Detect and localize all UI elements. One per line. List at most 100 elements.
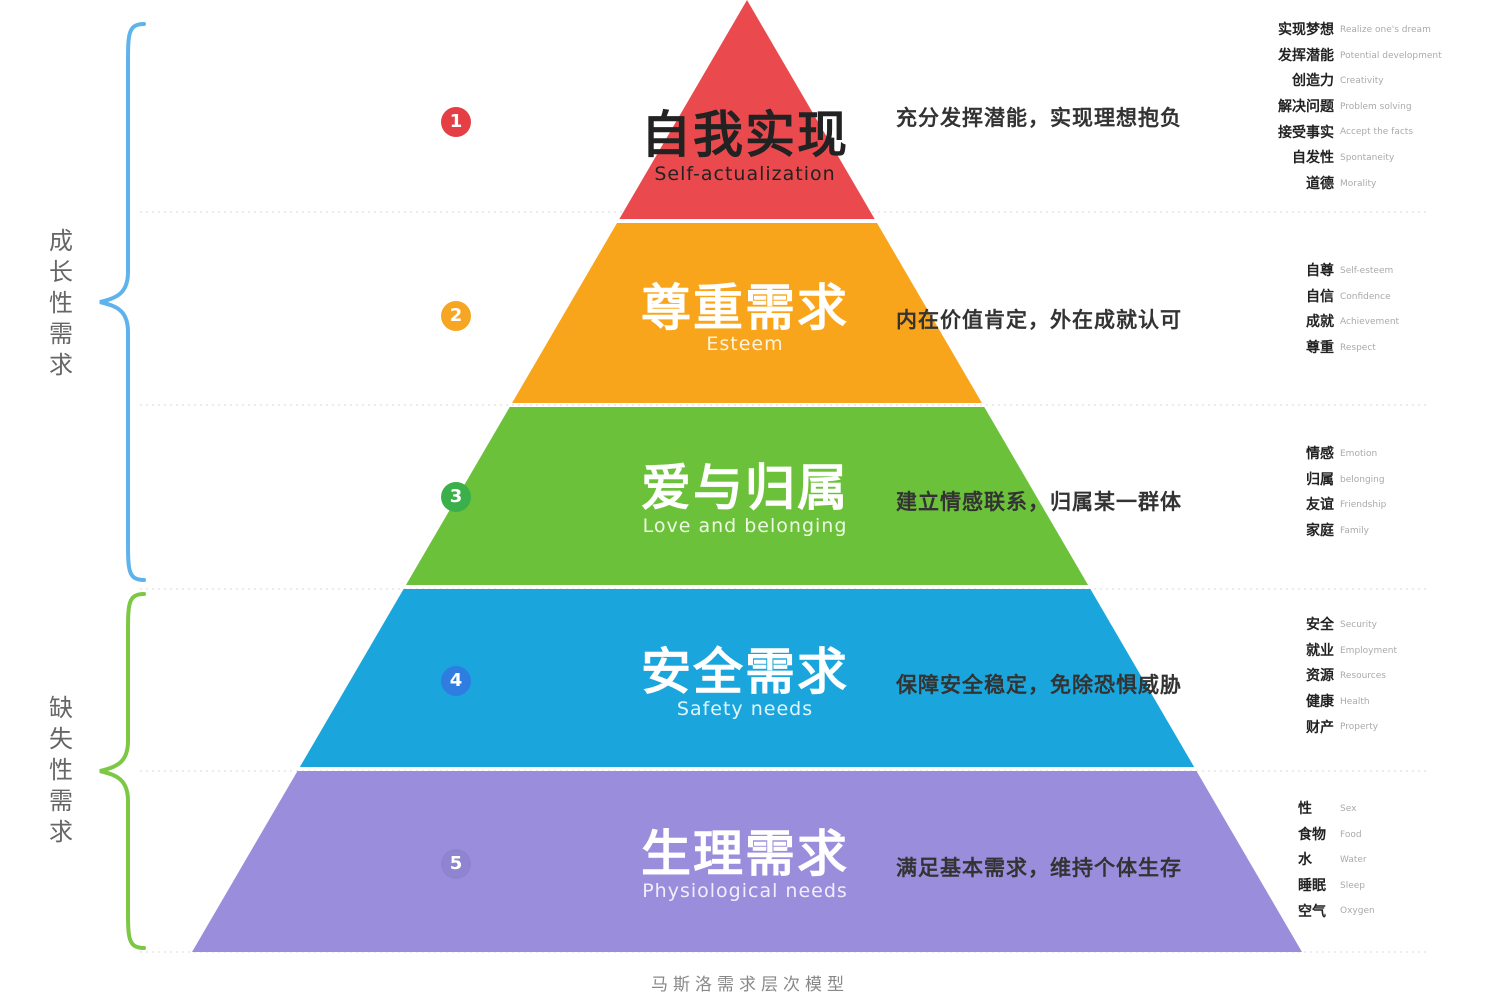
list-item: 解决问题 Problem solving xyxy=(1262,95,1442,121)
list-item: 食物 Food xyxy=(1298,823,1375,849)
subneed-label: 解决问题 xyxy=(1278,99,1334,116)
subneed-english: Sleep xyxy=(1340,880,1366,891)
list-item: 家庭 Family xyxy=(1298,519,1386,545)
level-title: 生理需求 xyxy=(641,825,849,883)
list-item: 情感 Emotion xyxy=(1298,442,1386,468)
subneed-label: 自信 xyxy=(1306,288,1334,305)
subneed-label: 健康 xyxy=(1306,694,1334,711)
list-item: 友谊 Friendship xyxy=(1298,493,1386,519)
list-item: 健康 Health xyxy=(1298,690,1397,716)
list-item: 发挥潜能 Potential development xyxy=(1262,44,1442,70)
level-subtitle: Esteem xyxy=(706,333,784,355)
subneeds-list-4: 安全 Security 就业 Employment 资源 Resources 健康 He… xyxy=(1298,613,1397,741)
subneed-english: Spontaneity xyxy=(1340,152,1395,163)
level-title: 安全需求 xyxy=(641,643,849,701)
subneed-label: 归属 xyxy=(1306,471,1334,488)
subneed-label: 就业 xyxy=(1306,642,1334,659)
list-item: 尊重 Respect xyxy=(1298,336,1399,362)
pyramid-layer xyxy=(512,223,982,403)
level-title: 自我实现 xyxy=(641,106,849,164)
diagram-caption: 马斯洛需求层次模型 xyxy=(651,975,849,995)
subneed-label: 空气 xyxy=(1298,903,1326,920)
pyramid-layer xyxy=(405,407,1089,585)
level-title: 尊重需求 xyxy=(641,279,849,337)
level-number-badge: 4 xyxy=(441,666,471,696)
list-item: 自发性 Spontaneity xyxy=(1262,146,1442,172)
deficiency-needs-label: 缺失性需求 xyxy=(49,694,73,846)
subneed-label: 自尊 xyxy=(1306,263,1334,280)
list-item: 性 Sex xyxy=(1298,797,1375,823)
list-item: 水 Water xyxy=(1298,848,1375,874)
subneed-english: Realize one's dream xyxy=(1340,25,1431,35)
subneed-english: Friendship xyxy=(1340,500,1387,511)
subneed-label: 性 xyxy=(1298,801,1312,818)
level-number-badge: 5 xyxy=(441,849,471,879)
list-item: 睡眠 Sleep xyxy=(1298,874,1375,900)
subneed-english: Sex xyxy=(1340,804,1357,814)
pyramid-layer xyxy=(619,0,875,219)
level-subtitle: Love and belonging xyxy=(642,515,848,537)
level-subtitle: Physiological needs xyxy=(642,880,848,902)
growth-needs-brace xyxy=(99,22,146,582)
subneed-label: 安全 xyxy=(1306,617,1334,634)
subneed-label: 尊重 xyxy=(1306,340,1334,357)
subneed-english: Achievement xyxy=(1340,317,1400,328)
level-description: 满足基本需求，维持个体生存 xyxy=(896,856,1182,880)
subneed-english: Oxygen xyxy=(1340,906,1375,917)
subneeds-list-3: 情感 Emotion 归属 belonging 友谊 Friendship 家庭 Fam… xyxy=(1298,442,1386,544)
subneed-label: 道德 xyxy=(1306,175,1334,192)
subneed-english: Property xyxy=(1340,722,1379,733)
level-description: 充分发挥潜能，实现理想抱负 xyxy=(896,106,1182,130)
level-number-badge: 2 xyxy=(441,301,471,331)
subneed-english: Employment xyxy=(1340,645,1398,656)
list-item: 接受事实 Accept the facts xyxy=(1262,120,1442,146)
subneeds-list-1: 实现梦想 Realize one's dream 发挥潜能 Potential de… xyxy=(1262,18,1442,197)
subneed-english: Family xyxy=(1340,525,1369,536)
subneed-label: 自发性 xyxy=(1292,150,1334,167)
subneed-english: Emotion xyxy=(1340,449,1378,459)
subneed-label: 家庭 xyxy=(1306,523,1334,540)
subneed-label: 睡眠 xyxy=(1298,878,1326,895)
subneed-english: Health xyxy=(1340,696,1370,707)
subneed-label: 资源 xyxy=(1306,668,1334,685)
list-item: 安全 Security xyxy=(1298,613,1397,639)
pyramid-layer xyxy=(192,771,1302,952)
subneed-english: Potential development xyxy=(1340,50,1442,61)
list-item: 自尊 Self-esteem xyxy=(1298,259,1399,285)
subneed-label: 情感 xyxy=(1306,446,1334,463)
pyramid-layer xyxy=(299,589,1195,767)
subneed-english: Respect xyxy=(1340,342,1376,353)
subneed-label: 发挥潜能 xyxy=(1278,47,1334,64)
subneed-english: Resources xyxy=(1340,671,1386,682)
subneed-english: Water xyxy=(1340,855,1367,866)
subneed-english: Problem solving xyxy=(1340,101,1412,112)
level-number-badge: 1 xyxy=(441,107,471,137)
subneed-label: 食物 xyxy=(1298,826,1326,843)
subneed-english: Food xyxy=(1340,829,1362,840)
subneed-label: 实现梦想 xyxy=(1278,22,1334,39)
level-subtitle: Self-actualization xyxy=(654,163,836,185)
subneed-english: Accept the facts xyxy=(1340,127,1414,138)
subneed-label: 友谊 xyxy=(1306,497,1334,514)
level-description: 保障安全稳定，免除恐惧威胁 xyxy=(896,673,1182,697)
level-subtitle: Safety needs xyxy=(676,698,814,720)
level-number-badge: 3 xyxy=(441,482,471,512)
subneed-english: Self-esteem xyxy=(1340,266,1394,276)
subneed-english: Security xyxy=(1340,620,1377,630)
subneed-label: 创造力 xyxy=(1292,73,1334,90)
list-item: 就业 Employment xyxy=(1298,639,1397,665)
list-item: 归属 belonging xyxy=(1298,468,1386,494)
subneed-english: Confidence xyxy=(1340,291,1391,302)
level-description: 内在价值肯定，外在成就认可 xyxy=(896,308,1182,332)
subneed-label: 水 xyxy=(1298,852,1312,869)
subneed-label: 接受事实 xyxy=(1278,124,1334,141)
list-item: 自信 Confidence xyxy=(1298,285,1399,311)
subneed-english: belonging xyxy=(1340,474,1385,485)
subneeds-list-5: 性 Sex 食物 Food 水 Water 睡眠 Sleep 空气 Oxygen xyxy=(1298,797,1375,925)
